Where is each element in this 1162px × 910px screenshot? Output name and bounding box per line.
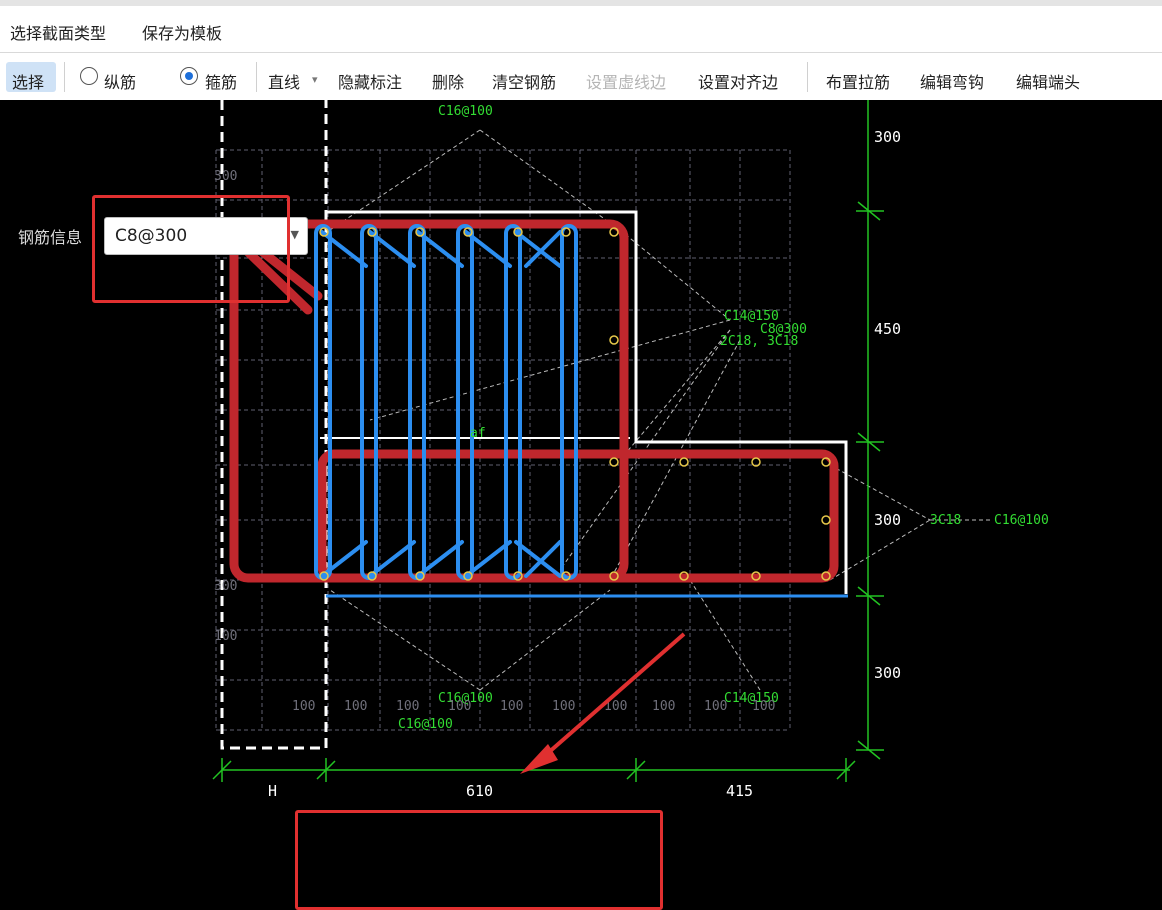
label-af: af bbox=[470, 426, 486, 441]
grid-tick: 100 bbox=[292, 699, 315, 714]
dim-right-300a: 300 bbox=[874, 128, 901, 146]
delete-button[interactable]: 删除 bbox=[432, 73, 465, 92]
place-tie-button[interactable]: 布置拉筋 bbox=[826, 73, 891, 92]
drawing-canvas[interactable]: C16@100 C14@150 C8@300 2C18, 3C18 af 3C1… bbox=[0, 100, 1162, 910]
select-button[interactable] bbox=[6, 62, 56, 92]
select-button-label[interactable]: 选择 bbox=[12, 73, 45, 92]
leader-lines bbox=[329, 129, 990, 691]
grid-tick: 100 bbox=[552, 699, 575, 714]
dim-bottom-h: H bbox=[268, 782, 277, 800]
dim-right-450: 450 bbox=[874, 320, 901, 338]
grid-tick: 100 bbox=[752, 699, 775, 714]
rebar-info-label: 钢筋信息 bbox=[18, 228, 83, 247]
rebar-labels: C16@100 C14@150 C8@300 2C18, 3C18 af 3C1… bbox=[398, 104, 1049, 732]
label-bottom-c14: C14@150 bbox=[724, 691, 779, 706]
annotation-arrow bbox=[520, 632, 686, 774]
dim-bottom-415: 415 bbox=[726, 782, 753, 800]
dim-right-300c: 300 bbox=[874, 664, 901, 682]
dim-bottom-610: 610 bbox=[466, 782, 493, 800]
label-c18-pair: 2C18, 3C18 bbox=[720, 334, 798, 349]
label-right-3c18: 3C18 bbox=[930, 513, 961, 528]
toolbar-separator bbox=[256, 62, 257, 92]
right-dimension-values: 300 450 300 300 bbox=[874, 128, 901, 682]
menu-bar: 选择截面类型 保存为模板 bbox=[0, 8, 1162, 53]
label-bottom-c16-a: C16@100 bbox=[438, 691, 493, 706]
grid-tick: 100 bbox=[396, 699, 419, 714]
hide-annotation-button[interactable]: 隐藏标注 bbox=[338, 73, 403, 92]
longitudinal-label[interactable]: 纵筋 bbox=[104, 73, 137, 92]
grid-tick: 100 bbox=[448, 699, 471, 714]
highlight-box-rebar-info bbox=[92, 195, 290, 303]
label-bottom-c16-b: C16@100 bbox=[398, 717, 453, 732]
grid-tick: 100 bbox=[344, 699, 367, 714]
label-c14-150: C14@150 bbox=[724, 309, 779, 324]
set-dashed-edge-button[interactable]: 设置虚线边 bbox=[586, 73, 667, 92]
toolbar: 选择 纵筋 箍筋 直线 ▾ 隐藏标注 删除 清空钢筋 设置虚线边 设置对齐边 布… bbox=[0, 54, 1162, 100]
grid-tick: 100 bbox=[500, 699, 523, 714]
bottom-dimension bbox=[212, 758, 856, 782]
stirrup-radio[interactable] bbox=[180, 67, 198, 85]
left-tick-100: 100 bbox=[214, 629, 237, 644]
bottom-dimension-values: H 610 415 bbox=[268, 782, 753, 800]
toolbar-separator bbox=[64, 62, 65, 92]
label-right-c16: C16@100 bbox=[994, 513, 1049, 528]
straight-line-dropdown[interactable]: 直线 bbox=[268, 73, 301, 92]
left-tick-300b: 300 bbox=[214, 579, 237, 594]
right-dimension bbox=[856, 100, 884, 760]
section-drawing[interactable]: C16@100 C14@150 C8@300 2C18, 3C18 af 3C1… bbox=[0, 100, 1162, 836]
menu-save-as-template[interactable]: 保存为模板 bbox=[142, 24, 223, 43]
top-panel: 选择截面类型 保存为模板 选择 纵筋 箍筋 直线 ▾ 隐藏标注 删除 清空钢筋 … bbox=[0, 0, 1162, 100]
left-tick-300a: 300 bbox=[214, 169, 237, 184]
red-stirrups bbox=[229, 219, 839, 583]
grid-tick: 100 bbox=[604, 699, 627, 714]
grid-tick-labels: 300 300 100 100 100 100 100 100 100 100 … bbox=[214, 169, 775, 714]
longitudinal-radio[interactable] bbox=[80, 67, 98, 85]
edit-hook-button[interactable]: 编辑弯钩 bbox=[920, 73, 985, 92]
window-top-strip bbox=[0, 0, 1162, 6]
clear-rebar-button[interactable]: 清空钢筋 bbox=[492, 73, 557, 92]
label-c8-300: C8@300 bbox=[760, 322, 807, 337]
rebar-info-value: C8@300 bbox=[115, 226, 188, 246]
toolbar-separator bbox=[807, 62, 808, 92]
label-top-c16: C16@100 bbox=[438, 104, 493, 119]
menu-select-section-type[interactable]: 选择截面类型 bbox=[10, 24, 107, 43]
dim-right-300b: 300 bbox=[874, 511, 901, 529]
highlight-box-dimension bbox=[295, 810, 663, 910]
chevron-down-icon[interactable]: ▼ bbox=[290, 228, 299, 241]
longitudinal-bars bbox=[319, 227, 831, 581]
section-outline bbox=[220, 100, 848, 750]
stirrup-label[interactable]: 箍筋 bbox=[205, 73, 238, 92]
grid-tick: 100 bbox=[704, 699, 727, 714]
edit-end-button[interactable]: 编辑端头 bbox=[1016, 73, 1081, 92]
chevron-down-icon[interactable]: ▾ bbox=[312, 73, 318, 86]
blue-stirrups bbox=[314, 224, 578, 580]
set-align-edge-button[interactable]: 设置对齐边 bbox=[698, 73, 779, 92]
rebar-info-select[interactable]: C8@300 ▼ bbox=[104, 217, 308, 255]
grid-tick: 100 bbox=[652, 699, 675, 714]
